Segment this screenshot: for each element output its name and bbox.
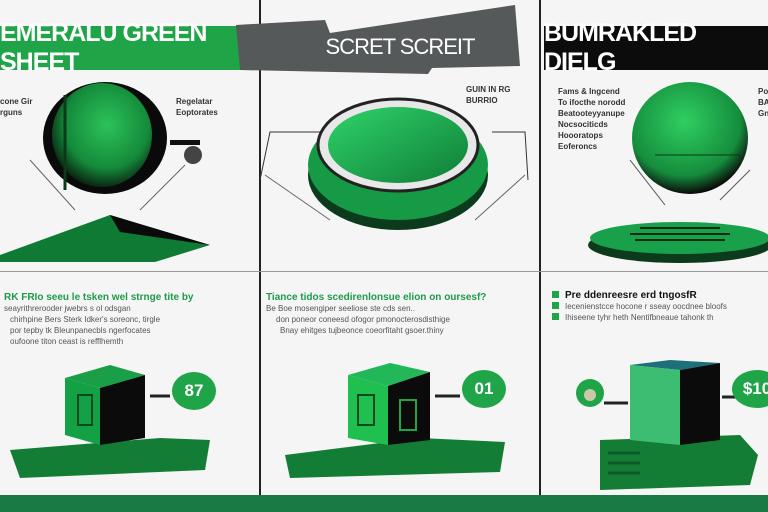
panel-2-title: SCRET SCREIT [325, 34, 476, 59]
panel-3-title: BUMRAKLED DIELG [544, 19, 768, 76]
panel-1-badge: 87 [172, 372, 216, 410]
footer-bar [0, 495, 768, 512]
emerald-dish-illustration [259, 97, 529, 230]
emerald-sphere-illustration [0, 82, 210, 262]
panel-2-subheading: Tiance tidos scedirenlonsue elion on our… [266, 292, 487, 303]
panel-1-text: RK FRIo seeu le tsken wel strnge tite by… [4, 292, 258, 347]
emerald-egg-and-grill-illustration [588, 82, 768, 263]
panel-3-subheading: Pre ddenreesre erd tngosfR [552, 290, 768, 301]
panel-3-badge: $10 [732, 370, 768, 408]
panel-3-text: Pre ddenreesre erd tngosfR Iecenienstcce… [552, 290, 768, 323]
panel-1-box-illustration [10, 365, 210, 478]
column-divider [539, 0, 541, 495]
panel-1-subheading: RK FRIo seeu le tsken wel strnge tite by [4, 292, 194, 303]
panel-2-badge: 01 [462, 370, 506, 408]
panel-3-bullet: Ihiseene tyhr heth Nentifbneaue tahonk t… [552, 312, 768, 323]
gray-ribbon [236, 5, 520, 74]
panel-3-block-illustration [576, 360, 758, 490]
panel-2-text: Tiance tidos scedirenlonsue elion on our… [266, 292, 536, 336]
row-divider [0, 271, 768, 272]
column-divider [259, 0, 261, 495]
panel-2-box-illustration [285, 363, 505, 478]
panel-3-bullet: Iecenienstcce hocone r sseay oocdnee blo… [552, 301, 768, 312]
